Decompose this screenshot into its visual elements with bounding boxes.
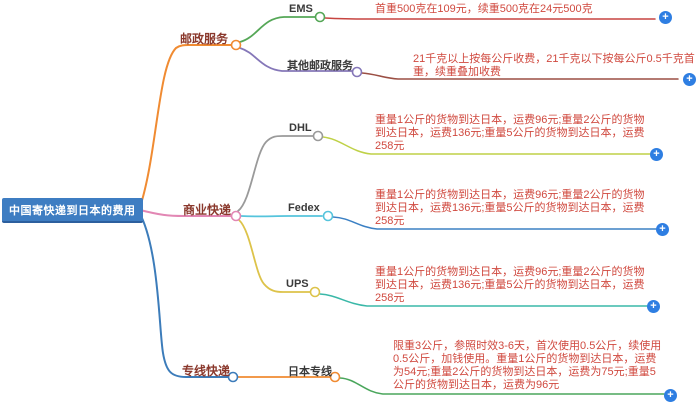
root-node[interactable]: 中国寄快递到日本的费用	[2, 198, 143, 223]
node-handle-postal[interactable]	[230, 39, 242, 51]
add-child-button-fedex[interactable]: +	[656, 223, 669, 236]
add-child-button-ems[interactable]: +	[659, 11, 672, 24]
node-handle-ups[interactable]	[309, 286, 321, 298]
node-handle-other-postal[interactable]	[351, 66, 363, 78]
edge-commercial-dhl	[237, 135, 314, 212]
node-commercial-express[interactable]: 商业快递	[183, 203, 232, 217]
node-handle-ems[interactable]	[314, 11, 326, 23]
edge-commercial-ups	[238, 219, 311, 293]
add-child-button-japan-line[interactable]: +	[664, 389, 677, 402]
detail-ups[interactable]: 重量1公斤的货物到达日本，运费96元;重量2公斤的货物到达日本，运费136元;重…	[375, 266, 645, 304]
add-child-button-other-postal[interactable]: +	[683, 73, 696, 86]
node-other-postal[interactable]: 其他邮政服务	[287, 60, 353, 72]
leaf-line-other-postal	[361, 72, 679, 80]
node-postal-service[interactable]: 邮政服务	[180, 32, 229, 46]
detail-fedex[interactable]: 重量1公斤的货物到达日本，运费96元;重量2公斤的货物到达日本，运费136元;重…	[375, 189, 645, 227]
edge-postal-ems	[239, 16, 316, 43]
node-handle-fedex[interactable]	[322, 210, 334, 222]
add-child-button-dhl[interactable]: +	[650, 148, 663, 161]
detail-ems[interactable]: 首重500克在109元，续重500克在24元500克	[375, 3, 593, 15]
node-handle-dhl[interactable]	[312, 130, 324, 142]
leaf-line-fedex	[332, 216, 657, 230]
node-dedicated-express[interactable]: 专线快递	[182, 364, 231, 378]
add-child-button-ups[interactable]: +	[647, 300, 660, 313]
edge-root-dedicated	[138, 211, 229, 378]
node-handle-japan[interactable]	[329, 371, 341, 383]
detail-other-postal[interactable]: 21千克以上按每公斤收费，21千克以下按每公斤0.5千克首重，续重叠加收费	[413, 53, 695, 78]
leaf-line-japan	[339, 377, 665, 395]
node-fedex[interactable]: Fedex	[288, 202, 320, 214]
node-japan-line[interactable]: 日本专线	[288, 366, 332, 378]
node-handle-dedicated[interactable]	[227, 371, 239, 383]
edge-postal-other	[239, 47, 353, 72]
leaf-line-ups	[319, 293, 648, 307]
leaf-line-ems	[324, 17, 656, 20]
node-handle-commercial[interactable]	[230, 210, 242, 222]
leaf-line-dhl	[322, 136, 652, 155]
edge-root-commercial	[139, 209, 232, 217]
node-ups[interactable]: UPS	[286, 278, 309, 290]
node-dhl[interactable]: DHL	[289, 122, 312, 134]
detail-dhl[interactable]: 重量1公斤的货物到达日本，运费96元;重量2公斤的货物到达日本，运费136元;重…	[375, 114, 645, 152]
detail-japan-line[interactable]: 限重3公斤，参照时效3-6天，首次使用0.5公斤，续使用0.5公斤，加钱使用。重…	[393, 340, 662, 391]
edge-root-postal	[139, 43, 232, 208]
node-ems[interactable]: EMS	[289, 3, 313, 15]
